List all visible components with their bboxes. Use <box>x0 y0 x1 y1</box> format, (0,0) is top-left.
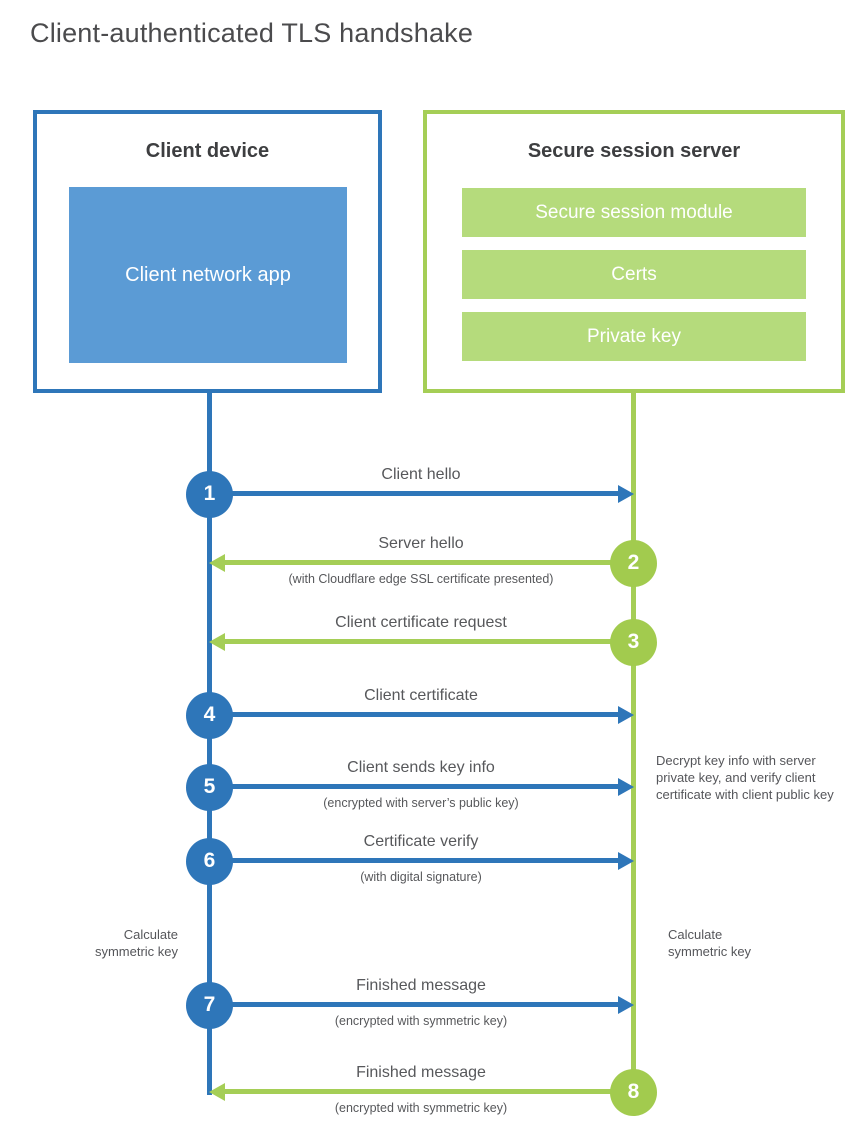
step-sublabel: (encrypted with symmetric key) <box>334 1101 508 1115</box>
arrow-head-left-icon <box>209 554 225 572</box>
arrow-head-right-icon <box>618 996 634 1014</box>
decrypt-key-note: Decrypt key info with server private key… <box>656 753 834 802</box>
server-box-title: Secure session server <box>527 140 741 162</box>
client-network-app-label: Client network app <box>125 264 291 286</box>
step-arrow-line <box>209 712 620 717</box>
arrow-head-right-icon <box>618 706 634 724</box>
step-number: 3 <box>627 630 640 653</box>
step-number: 1 <box>203 482 216 505</box>
client-device-title: Client device <box>145 140 270 162</box>
step-number: 8 <box>627 1080 640 1103</box>
step-arrow-line <box>224 1089 633 1094</box>
step-label: Finished message <box>356 1064 486 1081</box>
step-arrow-line <box>209 491 620 496</box>
calculate-symmetric-key-note-client: Calculate symmetric key <box>94 927 178 959</box>
page-title: Client-authenticated TLS handshake <box>30 18 474 48</box>
arrow-head-left-icon <box>209 1083 225 1101</box>
step-circle: 5 <box>186 763 233 811</box>
step-sublabel: (with Cloudflare edge SSL certificate pr… <box>288 572 554 586</box>
server-module-bar: Secure session module <box>462 188 806 237</box>
step-sublabel: (encrypted with symmetric key) <box>334 1014 508 1028</box>
step-number: 2 <box>627 551 640 574</box>
step-circle: 3 <box>610 618 657 666</box>
server-module-label: Secure session module <box>535 201 733 223</box>
step-label: Client certificate <box>364 687 478 704</box>
server-module-bar: Private key <box>462 312 806 361</box>
step-arrow-line <box>209 784 620 789</box>
server-module-label: Private key <box>587 325 681 347</box>
arrow-head-left-icon <box>209 633 225 651</box>
step-label: Client hello <box>381 466 461 483</box>
step-sublabel: (with digital signature) <box>360 870 482 884</box>
server-module-label: Certs <box>611 263 657 285</box>
step-sublabel: (encrypted with server’s public key) <box>323 796 519 810</box>
arrow-head-right-icon <box>618 778 634 796</box>
step-number: 4 <box>203 703 216 726</box>
step-label: Server hello <box>378 535 464 552</box>
step-arrow-line <box>209 858 620 863</box>
step-label: Client certificate request <box>335 614 507 631</box>
step-number: 5 <box>203 775 216 798</box>
arrow-head-right-icon <box>618 852 634 870</box>
step-circle: 1 <box>186 470 233 518</box>
step-label: Finished message <box>356 977 486 994</box>
calculate-symmetric-key-note-server: Calculate symmetric key <box>668 927 752 959</box>
step-number: 6 <box>203 849 216 872</box>
step-arrow-line <box>224 639 633 644</box>
step-circle: 7 <box>186 981 233 1029</box>
client-device-box: Client device Client network app <box>33 110 382 393</box>
server-box: Secure session server Secure session mod… <box>423 110 845 393</box>
step-label: Certificate verify <box>363 833 479 850</box>
server-lifeline <box>631 393 636 1092</box>
step-circle: 4 <box>186 691 233 739</box>
step-label: Client sends key info <box>347 759 495 776</box>
arrow-head-right-icon <box>618 485 634 503</box>
step-number: 7 <box>203 993 216 1016</box>
step-circle: 8 <box>610 1068 657 1116</box>
step-arrow-line <box>224 560 633 565</box>
step-circle: 6 <box>186 837 233 885</box>
client-network-app-box: Client network app <box>69 187 347 363</box>
client-lifeline <box>207 393 212 1095</box>
server-module-bar: Certs <box>462 250 806 299</box>
step-circle: 2 <box>610 539 657 587</box>
step-arrow-line <box>209 1002 620 1007</box>
